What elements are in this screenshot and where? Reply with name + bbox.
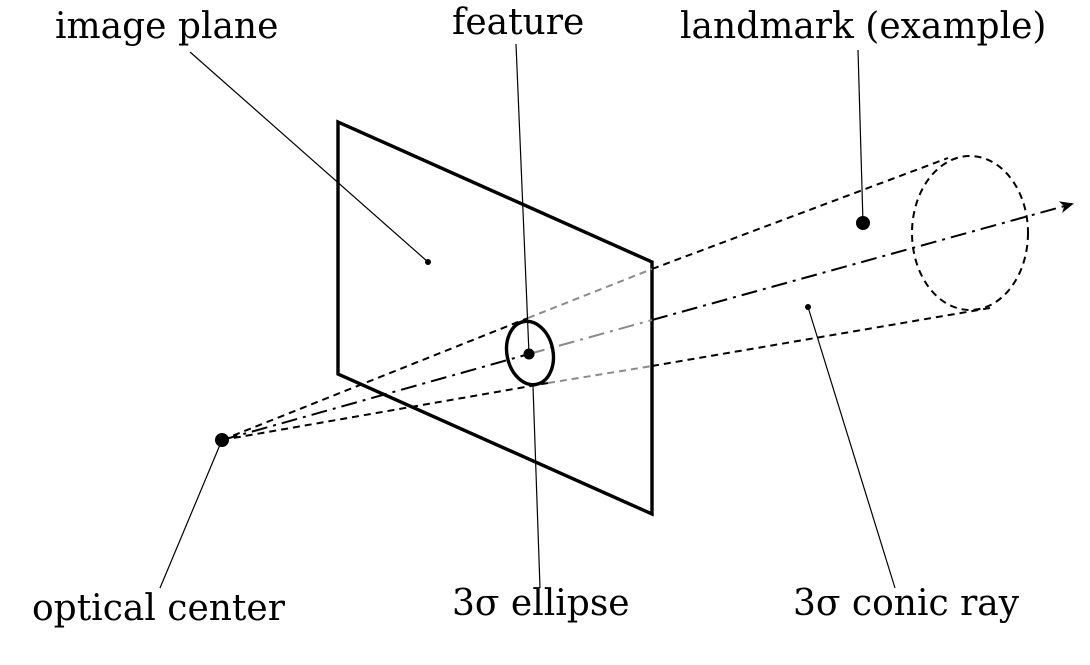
landmark-label: landmark (example) [680,6,1046,47]
cone-ray-upper [221,157,949,441]
central-axis [221,201,1074,441]
ellipse-label: 3σ ellipse [452,583,630,624]
cone-end-ellipse [911,155,1029,311]
uncertainty-ellipse [504,319,556,387]
ellipse-leader [532,385,541,589]
conic-ray-label: 3σ conic ray [793,583,1020,624]
feature-label: feature [452,2,584,43]
feature-leader [515,43,530,355]
conic-ray-leader [807,306,896,589]
image-plane-frame [336,119,654,517]
optical-center-leader [159,439,223,589]
cone-ray-lower [221,307,991,441]
image-plane-label: image plane [55,6,278,47]
optical-center-label: optical center [32,588,286,629]
image-plane-leader [189,51,429,263]
landmark-leader [857,49,864,224]
